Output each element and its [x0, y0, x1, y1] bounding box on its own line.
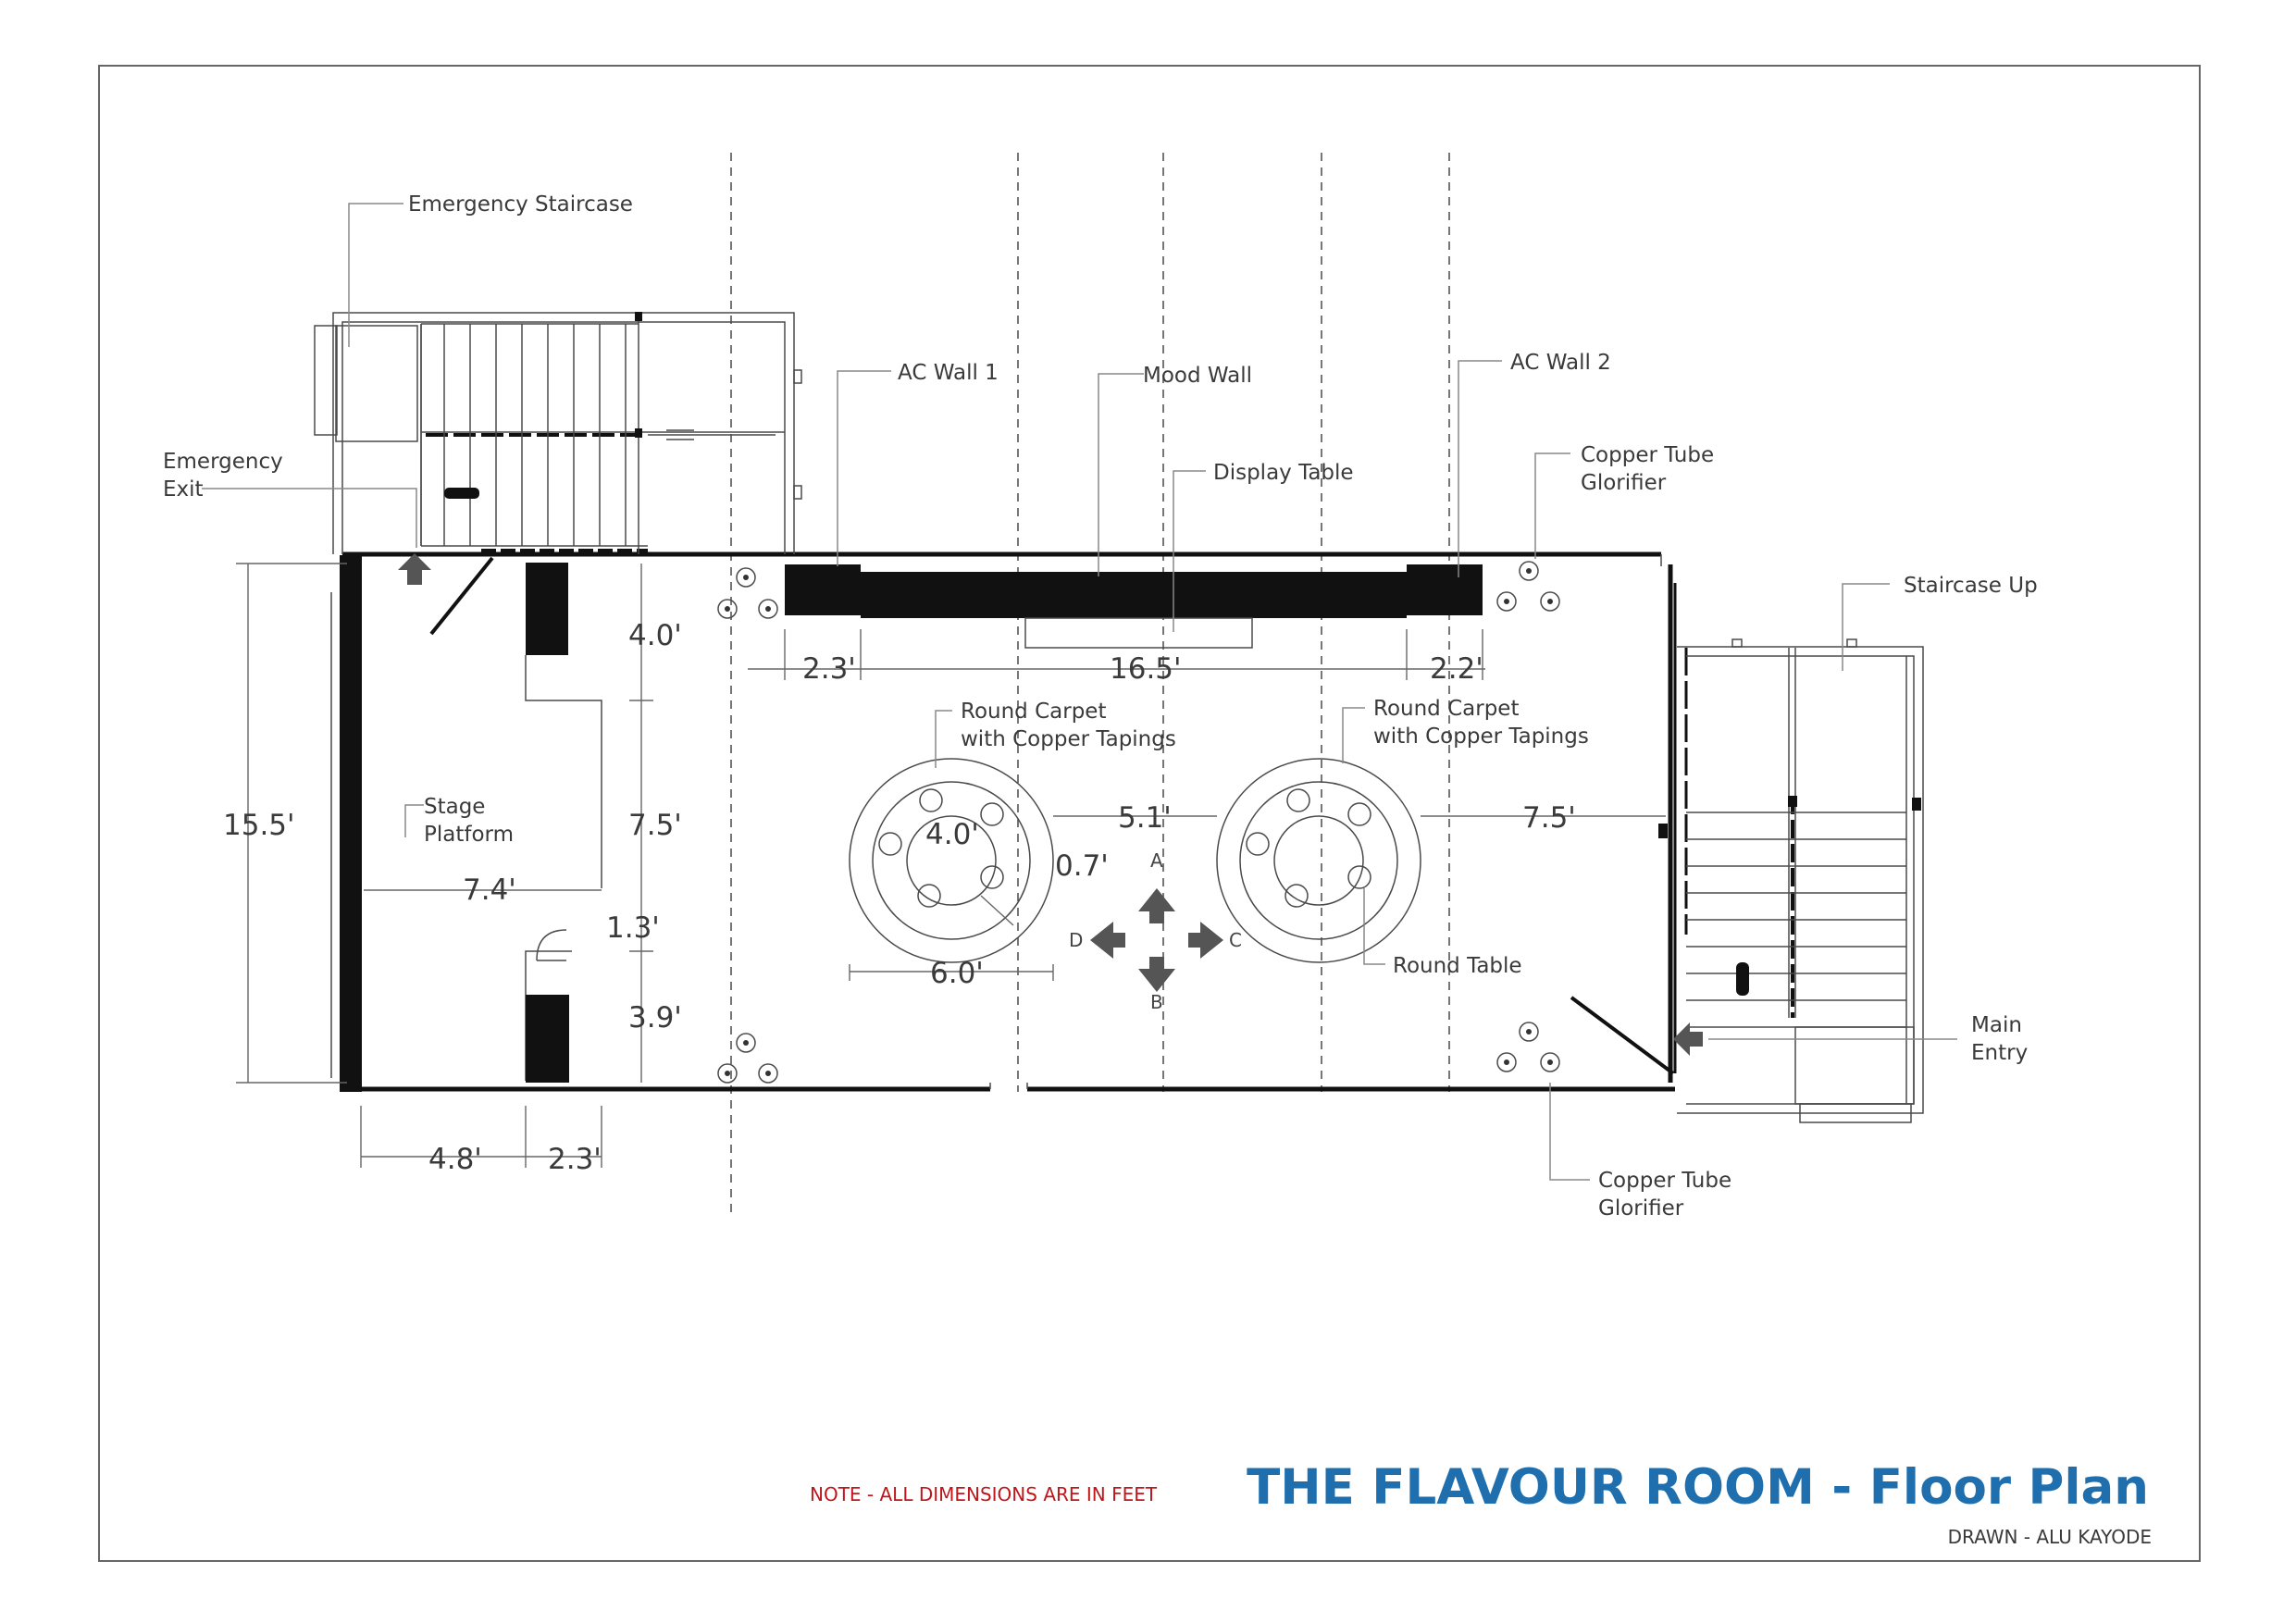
compass-arrows [1090, 888, 1223, 992]
leader-lines [202, 203, 1957, 1181]
label-emergency-exit-1: Emergency [163, 450, 283, 474]
dim-upper-stage: 4.0' [628, 619, 682, 652]
note-dimensions: NOTE - ALL DIMENSIONS ARE IN FEET [810, 1483, 1158, 1505]
dim-carpet-gap: 5.1' [1118, 801, 1172, 835]
compass-letters: A B C D [1069, 849, 1242, 1013]
label-display-table: Display Table [1213, 461, 1354, 485]
label-emergency-exit-2: Exit [163, 477, 204, 502]
dim-mood-wall: 16.5' [1110, 652, 1182, 686]
dim-lower-stage: 3.9' [628, 1001, 682, 1035]
round-carpet-right [1216, 758, 1421, 963]
label-ac-wall-1: AC Wall 1 [898, 361, 999, 385]
arrow-a-icon [1138, 888, 1175, 923]
arrow-c-icon [1188, 922, 1223, 959]
sheet-border [98, 65, 2201, 1562]
dim-ac-left: 2.3' [802, 652, 856, 686]
dim-table-offset: 0.7' [1055, 849, 1109, 883]
compass-a: A [1150, 849, 1163, 872]
dim-middle-stage: 7.5' [628, 809, 682, 842]
compass-b: B [1150, 991, 1163, 1013]
emergency-exit-arrow-icon [398, 553, 431, 585]
copper-tube-glorifiers [717, 561, 1560, 1084]
walls-furniture [785, 564, 1483, 649]
page-title: THE FLAVOUR ROOM - Floor Plan [1247, 1459, 2149, 1516]
dim-carpet-diameter: 6.0' [930, 957, 984, 990]
left-wall [340, 555, 362, 1092]
label-stage-platform-1: Stage [424, 795, 485, 819]
dimension-labels: 15.5' 4.0' 7.5' 1.3' 3.9' 7.4' 4.8' 2.3'… [223, 619, 1576, 1176]
stage-platform [525, 563, 602, 1083]
round-carpet-left [849, 758, 1054, 963]
main-room [330, 551, 1688, 1092]
label-round-carpet-right-1: Round Carpet [1373, 697, 1519, 721]
staircase-up [1658, 638, 1924, 1123]
dim-stage-depth: 7.4' [463, 873, 516, 907]
dimension-lines [236, 563, 1666, 1168]
dim-total-width: 15.5' [223, 809, 295, 842]
label-staircase-up: Staircase Up [1904, 574, 2038, 598]
main-entry-arrow-icon [1673, 1022, 1703, 1056]
display-table [1024, 617, 1253, 649]
drawn-by: DRAWN - ALU KAYODE [1948, 1526, 2152, 1548]
dim-to-entry: 7.5' [1522, 801, 1576, 835]
dim-gap: 1.3' [606, 911, 660, 945]
label-round-carpet-left-2: with Copper Tapings [961, 727, 1176, 751]
label-copper-tube-top-2: Glorifier [1581, 471, 1667, 495]
label-copper-tube-bottom-1: Copper Tube [1598, 1169, 1731, 1193]
label-copper-tube-bottom-2: Glorifier [1598, 1196, 1684, 1220]
compass-d: D [1069, 929, 1083, 951]
mood-wall [861, 572, 1407, 618]
compass-c: C [1229, 929, 1242, 951]
dim-bottom-left: 4.8' [428, 1143, 482, 1176]
labels: Emergency Staircase Emergency Exit AC Wa… [163, 192, 2038, 1220]
label-round-carpet-right-2: with Copper Tapings [1373, 725, 1589, 749]
label-mood-wall: Mood Wall [1143, 364, 1252, 388]
label-emergency-staircase: Emergency Staircase [408, 192, 633, 217]
ac-wall-2 [1407, 564, 1483, 615]
label-round-carpet-left-1: Round Carpet [961, 700, 1106, 724]
arrow-b-icon [1138, 957, 1175, 992]
label-round-table: Round Table [1393, 954, 1522, 978]
label-stage-platform-2: Platform [424, 823, 514, 847]
ac-wall-1 [785, 564, 861, 615]
arrow-d-icon [1090, 922, 1125, 959]
dim-bottom-right: 2.3' [548, 1143, 602, 1176]
label-ac-wall-2: AC Wall 2 [1510, 351, 1611, 375]
dim-table-diameter: 4.0' [925, 818, 979, 851]
label-copper-tube-top-1: Copper Tube [1581, 443, 1714, 467]
label-main-entry-2: Entry [1971, 1041, 2028, 1065]
label-main-entry-1: Main [1971, 1013, 2022, 1037]
dim-ac-right: 2.2' [1430, 652, 1483, 686]
emergency-staircase [314, 312, 802, 585]
